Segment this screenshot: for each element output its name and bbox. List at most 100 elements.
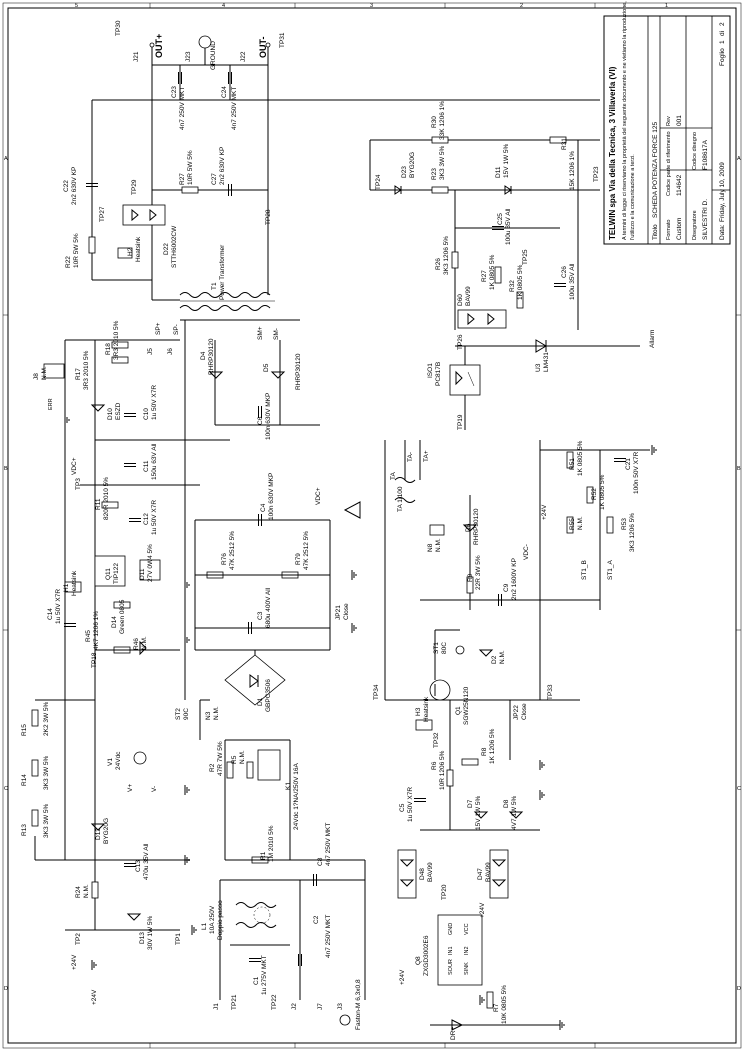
c25-value: 100u 35V All: [505, 208, 512, 245]
frame-letter-b-left: B: [4, 466, 8, 472]
feedback-section: TP24 TP23 R30 33K 1206 1% D23 BYG20G R23…: [369, 101, 656, 430]
c3-label: C3: [257, 611, 264, 620]
r55-label: R55: [569, 518, 576, 530]
jp22-value: Close: [521, 703, 528, 720]
c26-label: C26: [561, 266, 568, 278]
r2-label: R2: [209, 763, 216, 772]
frame-letter-d: D: [737, 986, 741, 992]
r79-value: 47K 2512 5%: [303, 531, 310, 570]
earth-terminal-icon: [339, 1014, 351, 1026]
c6-label: C6: [257, 416, 264, 425]
d2-label: D2: [491, 655, 498, 664]
sm-minus-label: SM-: [273, 328, 280, 340]
h2-heatsink: [117, 247, 133, 259]
tp3-label: TP3: [75, 478, 82, 490]
h3-label: H3: [415, 707, 422, 716]
r6-value: 10R 1206 5%: [439, 750, 446, 790]
c12-value: 1u 50V X7R: [151, 500, 158, 535]
d1-bridge-rectifier: [224, 654, 286, 706]
r46-value: N.M.: [141, 636, 148, 650]
d4-label: D4: [200, 351, 207, 360]
j6-label: J6: [167, 348, 174, 355]
vdc-plus-center-label: VDC+: [315, 487, 322, 505]
power-section: D4 RHRP30120 D5 RHRP30120 SP+ SP- J5 J6 …: [147, 319, 366, 1030]
d8-label: D8: [503, 799, 510, 808]
tp1-label: TP1: [175, 933, 182, 945]
dr-label: DR+: [450, 1027, 457, 1040]
d10-label: D10: [107, 408, 114, 420]
c21-value: 100n 50V X7R: [633, 451, 640, 494]
v-minus-label: V-: [151, 786, 158, 792]
d48-label: D48: [419, 868, 426, 880]
sheet-value: 1: [719, 40, 726, 44]
code-label: Codice parte di riferimento: [666, 131, 672, 196]
frame-number-5: 5: [75, 3, 78, 9]
st1a-label: ST1_A: [607, 559, 614, 580]
plus24v-bottom-label: +24V: [91, 989, 98, 1005]
tp23-label: TP23: [593, 166, 600, 182]
c14-value: 1u 50V X7R: [55, 589, 62, 624]
tp33-label: TP33: [547, 684, 554, 700]
d47-value: BAV99: [485, 862, 492, 882]
frame-number-4: 4: [222, 3, 225, 9]
r76-label: R76: [221, 553, 228, 565]
j2-label: J2: [291, 1003, 298, 1010]
c1-label: C1: [253, 976, 260, 985]
st2-value: 90C: [183, 708, 190, 720]
r18-value: 3R3 2010 5%: [113, 320, 120, 360]
plus24v-left-label: +24V: [71, 954, 78, 970]
j3-label: J3: [337, 1003, 344, 1010]
c12-label: C12: [143, 513, 150, 525]
c14-label: C14: [47, 608, 54, 620]
r22-value: 10R 5W 5%: [73, 233, 80, 268]
date-label: Data:: [719, 224, 726, 240]
h3-heatsink: [415, 719, 433, 731]
d11-zener: [139, 559, 161, 581]
ground-label: GROUND: [210, 41, 217, 70]
frame-letter-a-left: A: [4, 156, 8, 162]
of-label: di: [719, 31, 726, 36]
frame-letter-a: A: [737, 156, 741, 162]
d11b-label: D11: [495, 166, 502, 178]
d47-diode-pack: [489, 849, 509, 899]
q1-label: Q1: [455, 706, 462, 715]
plus24v-q8-label: +24V: [399, 969, 406, 985]
r51-value: 1K 0805 5%: [577, 440, 584, 476]
r7-value: 10K 0805 5%: [501, 985, 508, 1024]
tp31-label: TP31: [279, 32, 286, 48]
q8-gate-driver: [437, 914, 483, 986]
c2-label: C2: [313, 915, 320, 924]
c9-value: 2n2 1600V KP: [511, 558, 518, 600]
c24-value: 4n7 250V MKT: [231, 87, 238, 130]
r8-value: 1K 1206 5%: [489, 728, 496, 764]
d6-label: D6: [465, 523, 472, 532]
d22-value: STTH6002CW: [171, 225, 178, 268]
q8-pin-in2: IN2: [464, 946, 470, 955]
tp25-label: TP25: [522, 249, 529, 265]
h3-value: Heatsink: [423, 696, 430, 722]
jp21-value: Close: [343, 603, 350, 620]
tp32-label: TP32: [433, 732, 440, 748]
r76-value: 47K 2512 5%: [229, 531, 236, 570]
r30-label: R30: [431, 116, 438, 128]
switch-section: TA TA 1/100 TA- TA+ N8 N.M. D6 RHRP30120…: [343, 440, 650, 1040]
d12-value: BYG20G: [103, 818, 110, 844]
c10-value: 1u 50V X7R: [151, 385, 158, 420]
j5-label: J5: [147, 348, 154, 355]
notice-line-2: l'utilizzo e la comunicazione a terzi.: [630, 154, 636, 240]
jp21-label: JP21: [335, 605, 342, 620]
tp21-label: TP21: [231, 994, 238, 1010]
r13-label: R13: [21, 824, 28, 836]
r46-label: R46: [133, 638, 140, 650]
tp18-label: TP18: [91, 652, 98, 668]
tp34-label: TP34: [373, 684, 380, 700]
iso1-label: ISO1: [427, 363, 434, 378]
rev-value: 001: [676, 115, 683, 126]
sheet-label: Foglio: [719, 48, 726, 66]
vdc-plus-left-label: VDC+: [71, 457, 78, 475]
q8-pin-gnd: GND: [448, 923, 454, 935]
d8-value: 4V7 1W 5%: [511, 795, 518, 830]
dr-arrow-icon: [451, 1019, 464, 1031]
r27-label: R27: [179, 173, 186, 185]
